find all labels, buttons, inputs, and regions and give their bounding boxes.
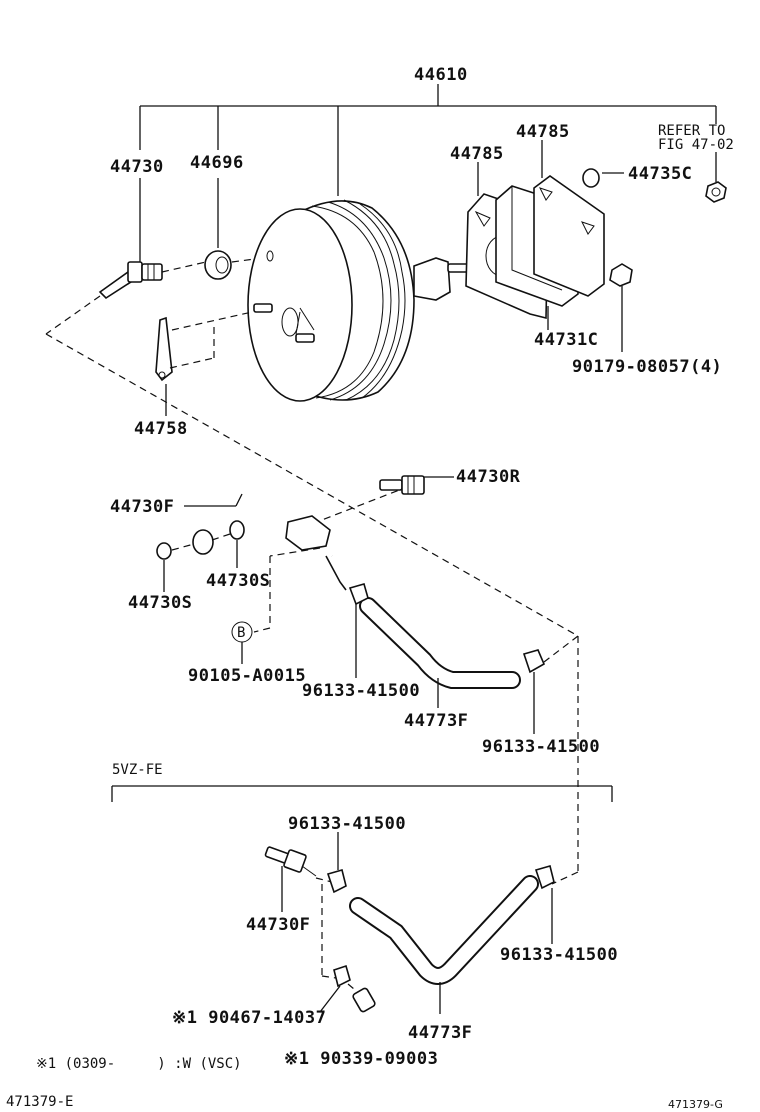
label-90179-08057: 90179-08057(4): [572, 357, 722, 377]
check-valve-44730: [98, 178, 207, 300]
section-bracket-5vz-fe: [111, 785, 613, 802]
label-44730: 44730: [110, 157, 164, 177]
label-refer-line2: FIG 47-02: [658, 137, 734, 153]
label-44731c: 44731C: [534, 330, 598, 350]
label-44785-front: 44785: [450, 144, 504, 164]
label-44730f-upper: 44730F: [110, 497, 174, 517]
label-90339-09003: ※1 90339-09003: [284, 1049, 438, 1069]
footnote-vsc: ※1 (0309- ) :W (VSC): [36, 1056, 242, 1072]
figure-code-right: 471379-G: [668, 1098, 723, 1111]
clip-90467-14037: [319, 884, 351, 1013]
label-96133-41500-b: 96133-41500: [482, 737, 600, 757]
bolt-b-link: [231, 547, 321, 664]
clip-96133-upper-left: [348, 583, 369, 678]
label-96133-41500-a: 96133-41500: [302, 681, 420, 701]
label-44730f-lower: 44730F: [246, 915, 310, 935]
label-44730r: 44730R: [456, 467, 521, 487]
refer-nut: [705, 152, 727, 203]
gaskets-44730s: [156, 520, 245, 592]
label-90105-a0015: 90105-A0015: [188, 666, 306, 686]
plug-90339-09003: [347, 983, 376, 1013]
assembly-bracket-44610: [139, 84, 717, 196]
label-44730s-left: 44730S: [128, 593, 192, 613]
label-44785-rear: 44785: [516, 122, 570, 142]
union-44730r: [379, 475, 454, 495]
label-5vz-fe: 5VZ-FE: [112, 762, 163, 778]
clip-96133-lower-left: [326, 832, 347, 894]
label-44730s-right: 44730S: [206, 571, 270, 591]
vacuum-pipe-44730f: [184, 488, 347, 591]
label-90467-14037: ※1 90467-14037: [172, 1008, 326, 1028]
clip-96133-upper-right: [522, 649, 546, 734]
nut-90179-08057: [609, 263, 633, 352]
label-96133-41500-c: 96133-41500: [288, 814, 406, 834]
grommet-44696: [204, 178, 263, 280]
label-44735c: 44735C: [628, 164, 692, 184]
label-refer-line1: REFER TO: [658, 123, 725, 139]
label-circle-b: B: [237, 625, 245, 641]
brake-booster-body: [247, 199, 475, 402]
label-44696: 44696: [190, 153, 244, 173]
hose-44773f-lower: [349, 875, 539, 1014]
label-44773f-lower: 44773F: [408, 1023, 472, 1043]
plug-44735c: [582, 168, 624, 188]
figure-code-left: 471379-E: [6, 1094, 73, 1110]
label-44758: 44758: [134, 419, 188, 439]
label-44610: 44610: [414, 65, 468, 85]
label-96133-41500-d: 96133-41500: [500, 945, 618, 965]
clip-44758: [155, 311, 253, 416]
hose-44773f-upper: [359, 597, 521, 708]
clip-96133-lower-right: [534, 865, 555, 944]
check-valve-44730f-lower: [264, 846, 333, 912]
gasket-plate-44785-rear: [533, 140, 605, 297]
label-44773f-upper: 44773F: [404, 711, 468, 731]
